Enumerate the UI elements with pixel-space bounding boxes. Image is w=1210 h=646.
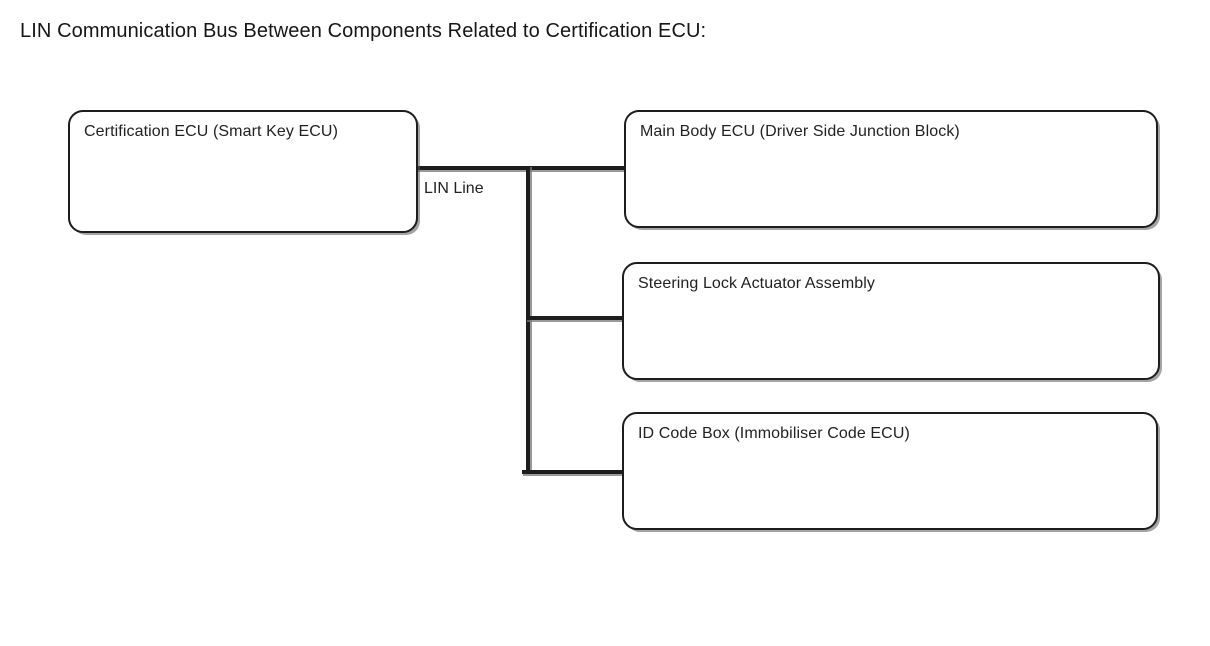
lin-line-label: LIN Line: [424, 180, 484, 197]
node-id-code-box[interactable]: ID Code Box (Immobiliser Code ECU): [622, 412, 1158, 530]
page-title: LIN Communication Bus Between Components…: [20, 20, 707, 42]
lin-bus-branch-id-code-box: [522, 470, 626, 474]
node-steering-lock-actuator[interactable]: Steering Lock Actuator Assembly: [622, 262, 1160, 380]
node-main-body-ecu[interactable]: Main Body ECU (Driver Side Junction Bloc…: [624, 110, 1158, 228]
node-id-code-box-label: ID Code Box (Immobiliser Code ECU): [638, 425, 910, 442]
node-certification-ecu[interactable]: Certification ECU (Smart Key ECU): [68, 110, 418, 233]
node-main-body-ecu-label: Main Body ECU (Driver Side Junction Bloc…: [640, 123, 960, 140]
lin-bus-riser-vertical: [526, 166, 530, 474]
lin-bus-trunk-horizontal: [414, 166, 628, 170]
node-certification-ecu-label: Certification ECU (Smart Key ECU): [84, 123, 339, 140]
node-steering-lock-actuator-label: Steering Lock Actuator Assembly: [638, 275, 875, 292]
lin-bus-branch-steering-lock: [526, 316, 626, 320]
